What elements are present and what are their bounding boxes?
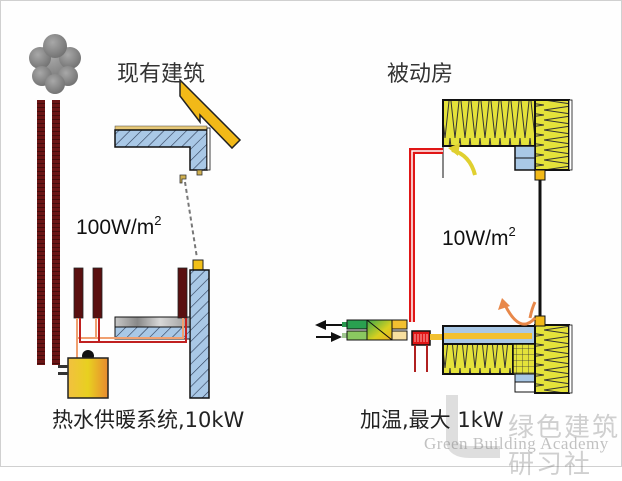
watermark-en: Green Building Academy bbox=[424, 434, 609, 453]
radiators bbox=[73, 267, 188, 319]
passive-heat-loss-value: 10W/m bbox=[442, 227, 509, 250]
passive-heating-caption: 加温,最大 1kW bbox=[360, 408, 504, 432]
existing-heat-loss-value: 100W/m bbox=[76, 216, 155, 239]
thermal-bridge-marker bbox=[179, 169, 203, 184]
passive-heat-loss-exponent: 2 bbox=[508, 224, 516, 239]
existing-heat-loss-exponent: 2 bbox=[154, 213, 162, 228]
comparison-diagram bbox=[29, 34, 573, 458]
existing-heat-loss-label: 100W/m2 bbox=[76, 213, 161, 240]
intake-arrow-icon bbox=[316, 332, 342, 342]
boiler bbox=[58, 350, 109, 399]
passive-heat-loss-label: 10W/m2 bbox=[442, 224, 516, 251]
passive-house-title: 被动房 bbox=[387, 62, 454, 87]
watermark-logo bbox=[446, 395, 500, 458]
floor-slab bbox=[114, 316, 191, 340]
exhaust-arrow-icon bbox=[315, 320, 342, 330]
insulated-roof bbox=[442, 99, 573, 181]
supply-duct bbox=[409, 148, 443, 322]
heating-pipes bbox=[76, 318, 187, 358]
heat-flow-dashed-line bbox=[184, 181, 198, 259]
existing-building-title: 现有建筑 bbox=[117, 62, 206, 87]
exterior-wall bbox=[189, 259, 210, 399]
existing-heating-caption: 热水供暖系统,10kW bbox=[52, 408, 245, 432]
roof-slab bbox=[114, 125, 211, 171]
post-heater bbox=[411, 330, 431, 372]
chimney bbox=[37, 100, 60, 365]
ventilation-unit bbox=[342, 319, 408, 341]
insulated-floor bbox=[430, 315, 573, 394]
smoke-cloud-icon bbox=[29, 34, 81, 94]
sun-shade bbox=[179, 78, 242, 150]
air-outlet-arrow-icon bbox=[498, 298, 537, 326]
